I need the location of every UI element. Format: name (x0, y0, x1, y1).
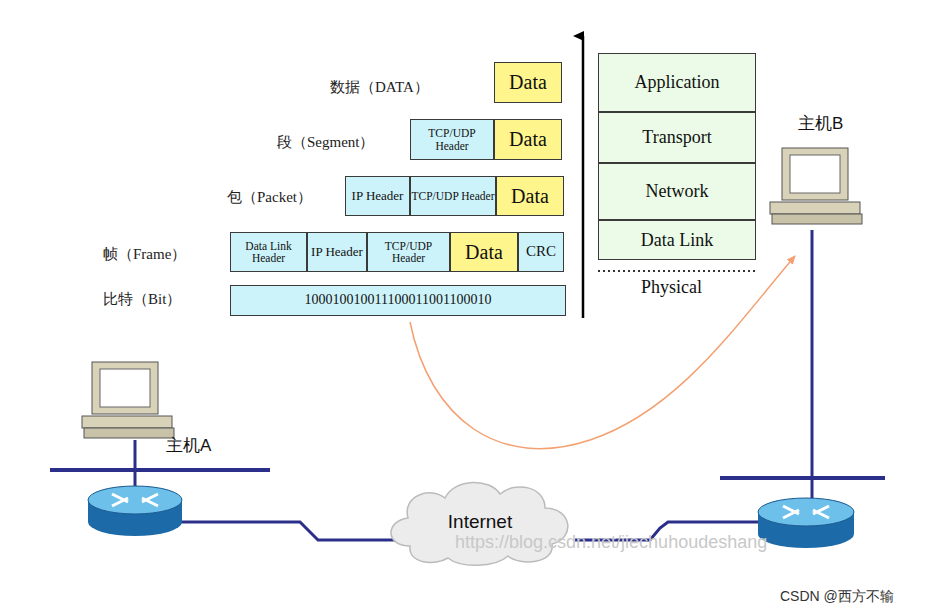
layer-label: 数据（DATA） (330, 78, 429, 97)
lan-drop (811, 230, 814, 505)
layer-label: 帧（Frame） (103, 245, 186, 264)
lan-line (50, 468, 270, 472)
layer-label: 包（Packet） (227, 188, 312, 207)
node-text: Transport (642, 128, 711, 147)
wan-link (180, 522, 400, 540)
node-text: Data (509, 72, 547, 93)
layer-box: Data Link (598, 220, 756, 260)
node-text: 10001001001110001100110001​0 (305, 293, 492, 308)
watermark: https://blog.csdn.net/jiechuhoudeshang (455, 532, 767, 553)
computer-a (82, 362, 174, 438)
layer-separator (598, 270, 758, 272)
header-box: TCP/UDP Header (367, 232, 450, 272)
data-box: Data (450, 232, 518, 272)
node-text: IP Header (311, 245, 363, 259)
computer-b (770, 148, 862, 224)
router-a (88, 486, 182, 536)
node-text: Data (465, 242, 503, 263)
node-text: Data Link Header (231, 240, 306, 264)
layer-box: Application (598, 53, 756, 112)
bit-stream-box: 10001001001110001100110001​0 (230, 285, 566, 316)
header-box: TCP/UDP Header (410, 176, 496, 216)
header-box: IP Header (345, 176, 410, 216)
node-text: IP Header (352, 189, 404, 203)
layer-box: Network (598, 163, 756, 220)
header-box: TCP/UDP Header (410, 119, 494, 160)
node-text: TCP/UDP Header (411, 127, 493, 151)
lan-line (720, 476, 885, 480)
host-label: 主机B (798, 112, 843, 135)
watermark: CSDN @西方不输 (780, 588, 894, 606)
data-box: Data (496, 176, 564, 216)
node-text: Data (509, 129, 547, 150)
direction-arrow (582, 36, 585, 318)
data-box: Data (494, 119, 562, 160)
node-text: TCP/UDP Header (412, 190, 495, 202)
layer-label: 段（Segment） (277, 133, 375, 152)
node-text: Internet (448, 512, 512, 532)
node-text: Network (646, 182, 709, 201)
node-text: Data (511, 186, 549, 207)
node-text: Data Link (641, 231, 713, 250)
data-box: Data (494, 62, 562, 103)
node-text: CRC (526, 244, 556, 260)
node-text: Application (635, 73, 720, 92)
layer-box: Transport (598, 112, 756, 163)
host-label: 主机A (166, 434, 211, 457)
header-box: Data Link Header (230, 232, 307, 272)
layer-label: Physical (641, 277, 702, 298)
router-b (758, 498, 854, 548)
node-text: TCP/UDP Header (368, 240, 449, 264)
header-box: IP Header (307, 232, 367, 272)
cloud-node: Internet (380, 476, 580, 568)
layer-label: 比特（Bit） (103, 290, 181, 309)
crc-box: CRC (518, 232, 564, 272)
